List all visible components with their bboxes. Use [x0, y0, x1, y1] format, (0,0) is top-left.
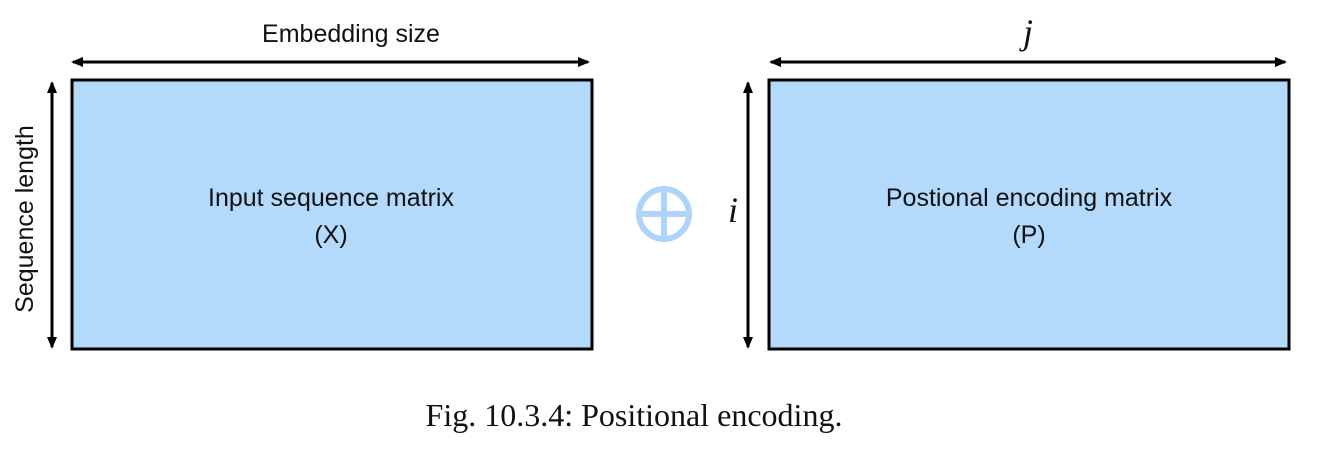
- positional-matrix-symbol: (P): [1012, 221, 1045, 249]
- positional-matrix-title: Postional encoding matrix: [886, 184, 1173, 212]
- positional-matrix-group: j i Postional encoding matrix (P): [728, 12, 1291, 351]
- j-label: j: [1019, 12, 1033, 52]
- input-matrix-title: Input sequence matrix: [208, 184, 454, 212]
- figure-caption: Fig. 10.3.4: Positional encoding.: [426, 397, 843, 433]
- circled-plus-icon: [636, 186, 692, 242]
- embedding-size-label: Embedding size: [262, 20, 440, 48]
- sequence-length-label: Sequence length: [11, 125, 39, 313]
- input-sequence-matrix: [70, 78, 594, 351]
- input-matrix-symbol: (X): [314, 221, 347, 249]
- positional-encoding-matrix: [767, 78, 1291, 351]
- i-label: i: [728, 190, 738, 230]
- input-matrix-group: Embedding size Sequence length Input seq…: [11, 20, 594, 351]
